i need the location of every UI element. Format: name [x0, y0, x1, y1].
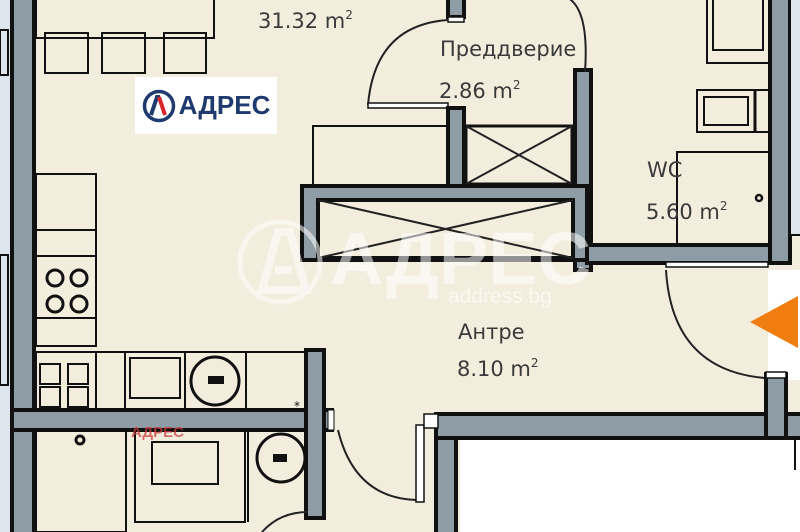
exterior-bottom-right	[460, 438, 800, 532]
dining-table	[35, 0, 215, 39]
toilet-icon	[255, 432, 307, 484]
cooktop-icon	[45, 268, 89, 314]
sink-icon	[129, 357, 181, 399]
chair-1	[44, 32, 89, 74]
antre-area: 8.10 m2	[457, 356, 539, 381]
living-room-area: 31.32 m2	[258, 8, 353, 33]
wall-entrance-post	[764, 372, 788, 440]
bathtub-end	[706, 0, 770, 64]
storage-box	[312, 125, 449, 187]
chair-3	[163, 32, 207, 74]
wall-bath-vertical	[304, 348, 326, 520]
door-swing-wc	[569, 0, 587, 73]
wall-top-stub	[446, 0, 466, 19]
wc-area: 5.60 m2	[646, 199, 728, 224]
wall-wc-bottom	[585, 243, 789, 265]
wall-antre-bottom	[434, 412, 800, 440]
wc-sink	[696, 89, 770, 133]
wall-wc-right	[768, 0, 792, 265]
door-leaf	[415, 424, 425, 503]
washing-machine-icon	[189, 355, 241, 407]
exterior-left	[0, 0, 12, 532]
red-watermark: АДРЕС	[131, 424, 184, 441]
door-leaf-preddverie	[367, 102, 449, 109]
preddverie-area: 2.86 m2	[439, 78, 521, 103]
window-left	[0, 29, 9, 76]
watermark-domain: address.bg	[448, 285, 552, 308]
shower	[676, 151, 770, 245]
drain-icon	[74, 434, 86, 446]
window-right	[789, 0, 800, 236]
antre-label: Антре	[458, 320, 525, 344]
preddverie-label: Преддверие	[440, 37, 577, 61]
basin	[151, 441, 219, 485]
kitchen-counter	[35, 173, 97, 347]
fridge-icon	[39, 363, 89, 408]
shower-drain-icon	[754, 193, 764, 203]
wall-left-exterior	[10, 0, 36, 532]
entrance-arrow-icon	[750, 296, 798, 348]
wall-shaft-left	[446, 106, 466, 194]
bottom-counter	[35, 351, 309, 411]
window-left-2	[0, 254, 9, 386]
chair-2	[101, 32, 146, 74]
wc-label: WC	[647, 158, 683, 182]
watermark-logo-icon	[237, 219, 323, 305]
shower-tray	[35, 429, 127, 532]
watermark-text: АДРЕС	[330, 217, 592, 300]
svg-text:*: *	[294, 399, 300, 413]
brand-logo-icon	[142, 89, 175, 122]
door-swing-entrance	[665, 269, 766, 379]
entrance-door-leaf	[665, 261, 769, 268]
door-swing-bottom	[261, 511, 309, 532]
door-swing-bathroom	[337, 429, 421, 501]
brand-logo: АДРЕС	[135, 77, 277, 134]
vanity	[134, 429, 246, 523]
brand-logo-text: АДРЕС	[178, 90, 271, 120]
door-swing-preddverie	[367, 19, 449, 106]
